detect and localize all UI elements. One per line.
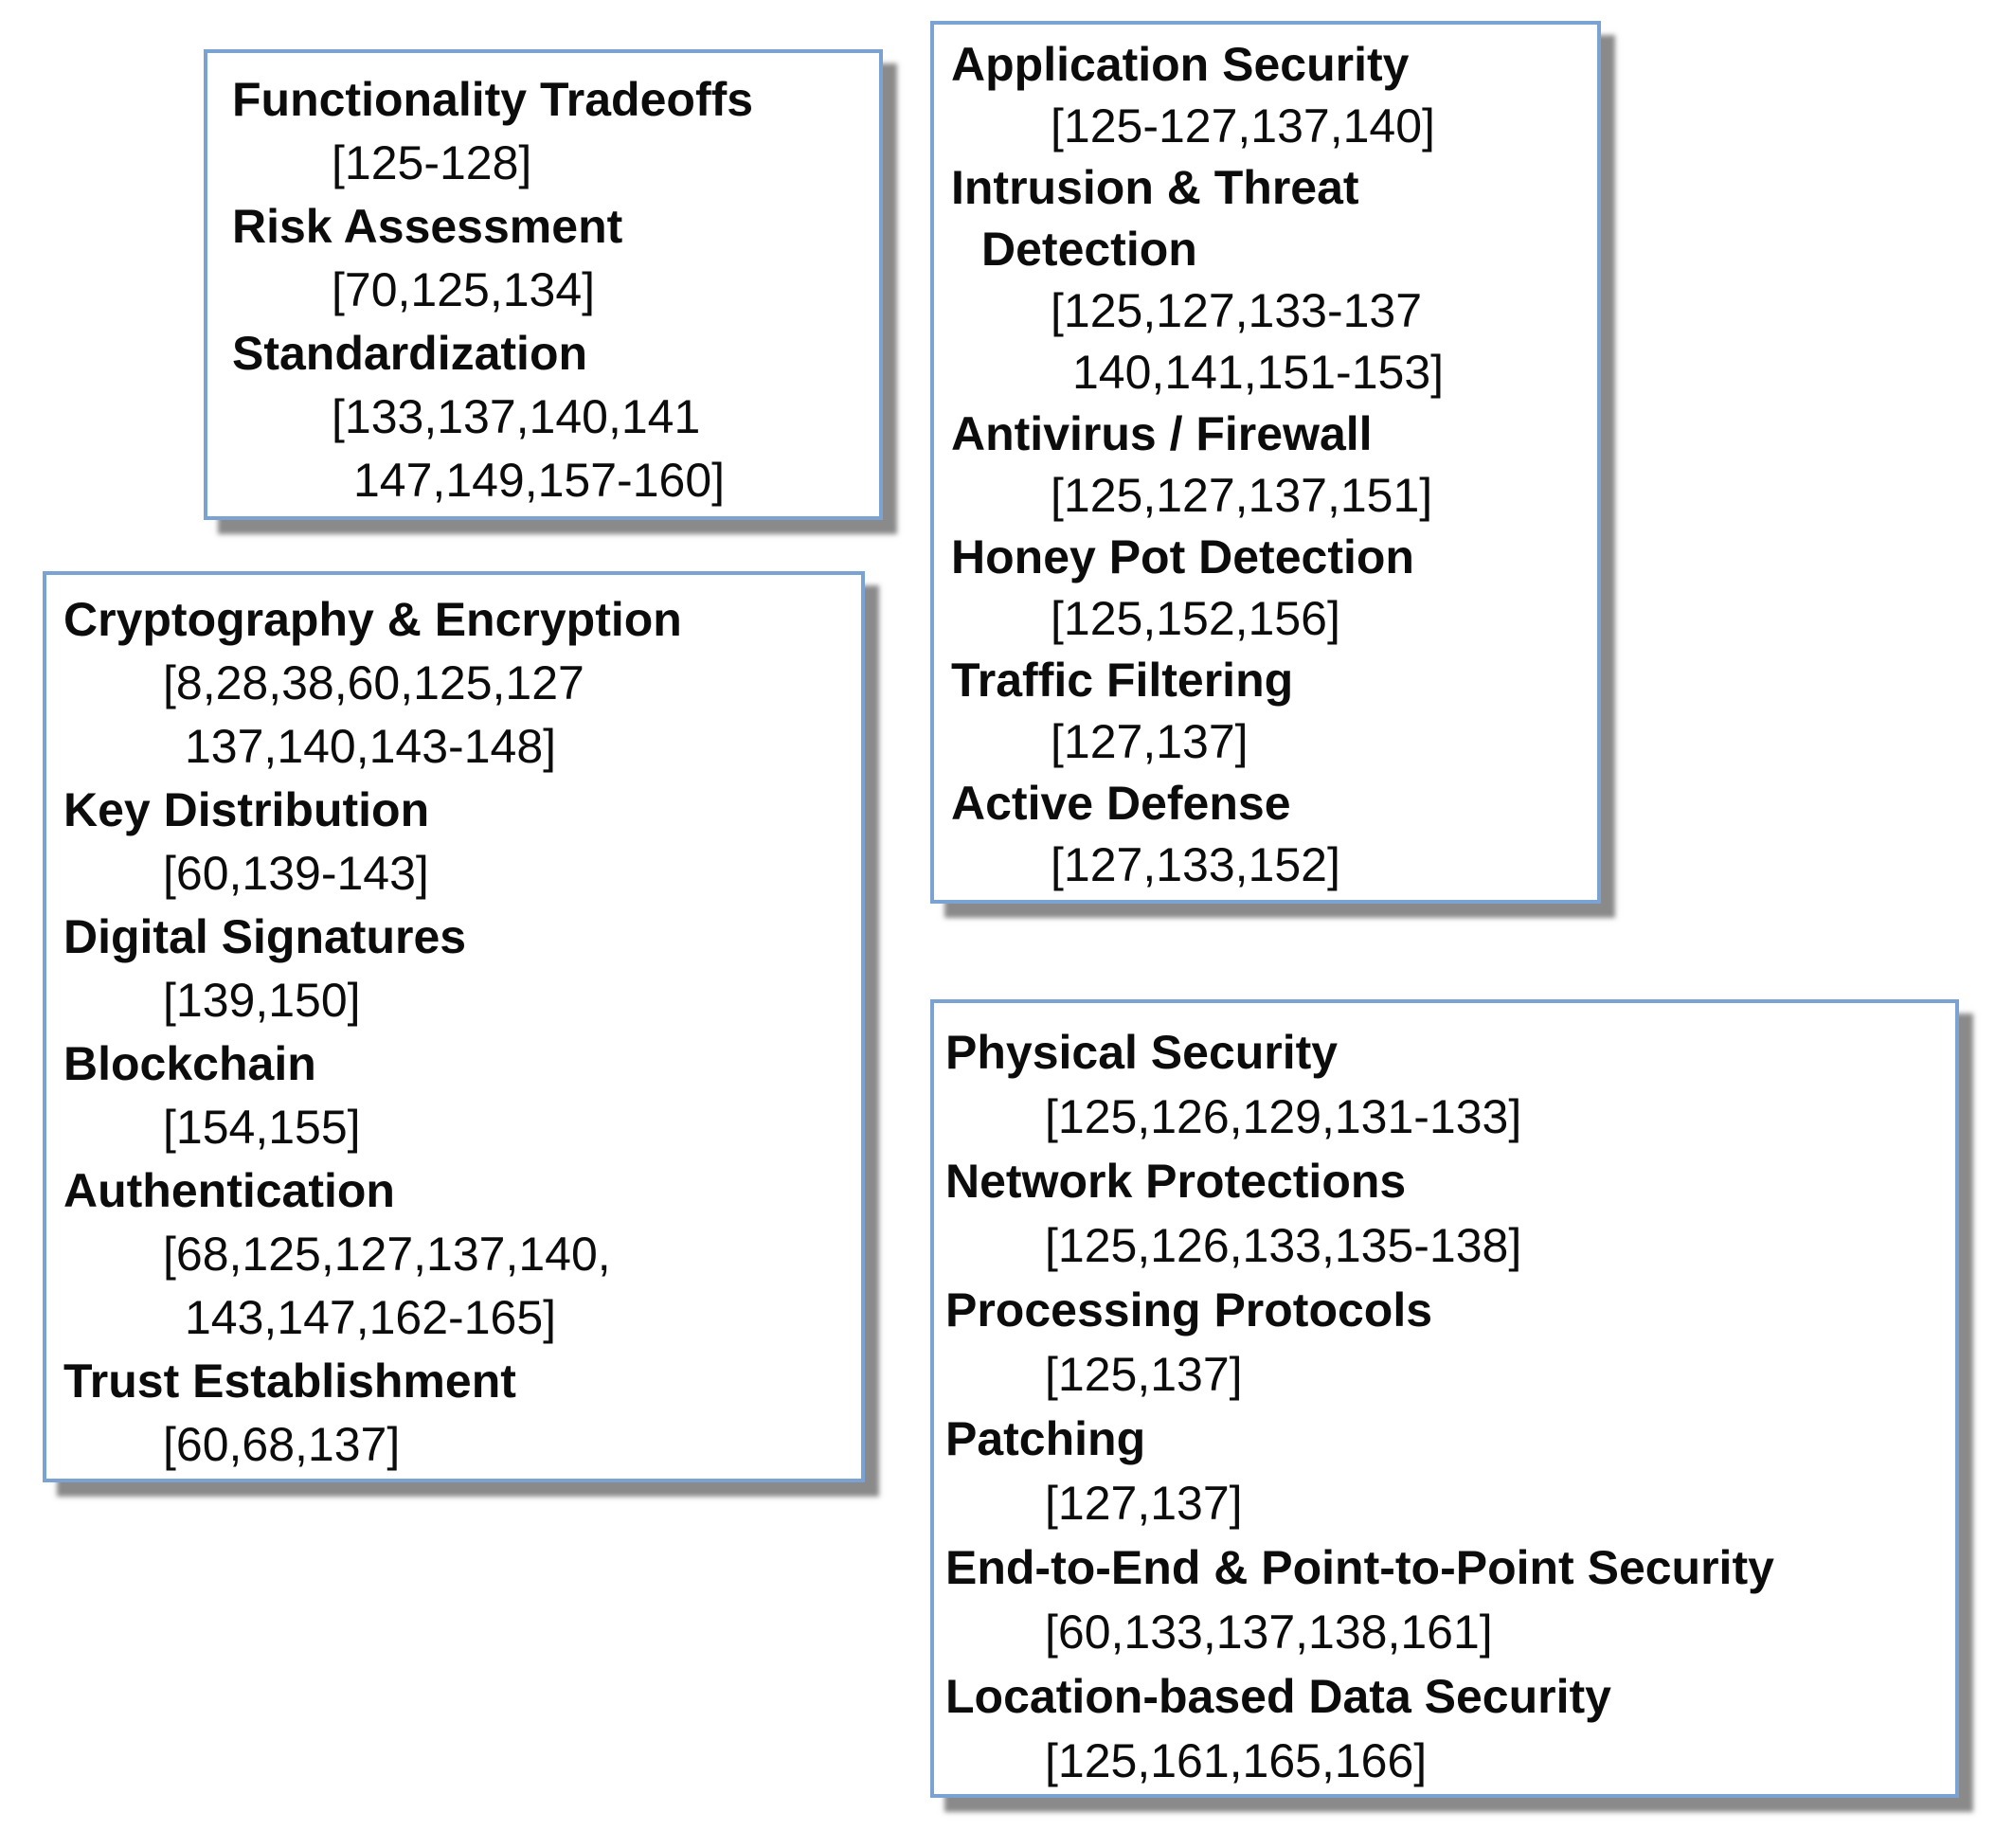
citation-refs: [125,152,156] xyxy=(1051,592,1340,645)
citation-refs: 137,140,143-148] xyxy=(185,720,557,773)
citation-refs: [125-127,137,140] xyxy=(1051,99,1435,153)
topic-title: Cryptography & Encryption xyxy=(63,593,682,646)
citation-refs: [70,125,134] xyxy=(332,263,596,316)
citation-refs: [125,161,165,166] xyxy=(1045,1734,1428,1787)
citation-refs: 140,141,151-153] xyxy=(1072,346,1445,399)
topic-title: Blockchain xyxy=(63,1037,316,1090)
citation-refs: [125,127,137,151] xyxy=(1051,469,1433,522)
topic-title: Application Security xyxy=(951,38,1410,91)
topic-title: Risk Assessment xyxy=(232,200,623,253)
citation-refs: [127,137] xyxy=(1051,715,1249,768)
citation-refs: [125-128] xyxy=(332,136,532,189)
topic-title: Physical Security xyxy=(945,1026,1339,1079)
topic-title: End-to-End & Point-to-Point Security xyxy=(945,1541,1774,1594)
citation-refs: [125,127,133-137 xyxy=(1051,284,1423,337)
topic-title: Traffic Filtering xyxy=(951,654,1294,707)
topic-title: Antivirus / Firewall xyxy=(951,407,1373,460)
citation-refs: [133,137,140,141 xyxy=(332,390,701,443)
citation-refs: [60,68,137] xyxy=(163,1418,401,1471)
topic-title: Standardization xyxy=(232,327,588,380)
tradeoffs-assessment-standardization-box: Functionality Tradeoffs [125-128] Risk Ass… xyxy=(204,49,883,520)
citation-refs: [60,133,137,138,161] xyxy=(1045,1606,1493,1659)
topic-title: Detection xyxy=(981,223,1197,276)
citation-refs: [154,155] xyxy=(163,1101,361,1154)
topic-title: Functionality Tradeoffs xyxy=(232,73,754,126)
citation-refs: [127,137] xyxy=(1045,1477,1243,1530)
topic-title: Processing Protocols xyxy=(945,1283,1433,1337)
threat-detection-defense-box: Application Security [125-127,137,140] Int… xyxy=(930,21,1601,904)
topic-title: Patching xyxy=(945,1412,1146,1465)
citation-refs: 143,147,162-165] xyxy=(185,1291,557,1344)
citation-refs: [127,133,152] xyxy=(1051,838,1340,891)
citation-refs: [60,139-143] xyxy=(163,847,429,900)
citation-refs: 147,149,157-160] xyxy=(353,454,726,507)
topic-title: Network Protections xyxy=(945,1155,1407,1208)
topic-title: Digital Signatures xyxy=(63,910,467,963)
citation-refs: [125,126,129,131-133] xyxy=(1045,1090,1522,1143)
topic-title: Intrusion & Threat xyxy=(951,161,1359,214)
topic-title: Honey Pot Detection xyxy=(951,530,1414,583)
cryptography-authentication-box: Cryptography & Encryption [8,28,38,60,125… xyxy=(43,571,865,1482)
citation-refs: [8,28,38,60,125,127 xyxy=(163,656,584,709)
topic-title: Key Distribution xyxy=(63,783,430,836)
citation-refs: [125,137] xyxy=(1045,1348,1243,1401)
topic-title: Trust Establishment xyxy=(63,1355,516,1408)
topic-title: Location-based Data Security xyxy=(945,1670,1611,1723)
topic-title: Authentication xyxy=(63,1164,395,1217)
citation-refs: [125,126,133,135-138] xyxy=(1045,1219,1522,1272)
physical-network-protections-box: Physical Security [125,126,129,131-133] Ne… xyxy=(930,999,1959,1798)
citation-refs: [68,125,127,137,140, xyxy=(163,1228,611,1281)
topic-title: Active Defense xyxy=(951,777,1291,830)
citation-refs: [139,150] xyxy=(163,974,361,1027)
